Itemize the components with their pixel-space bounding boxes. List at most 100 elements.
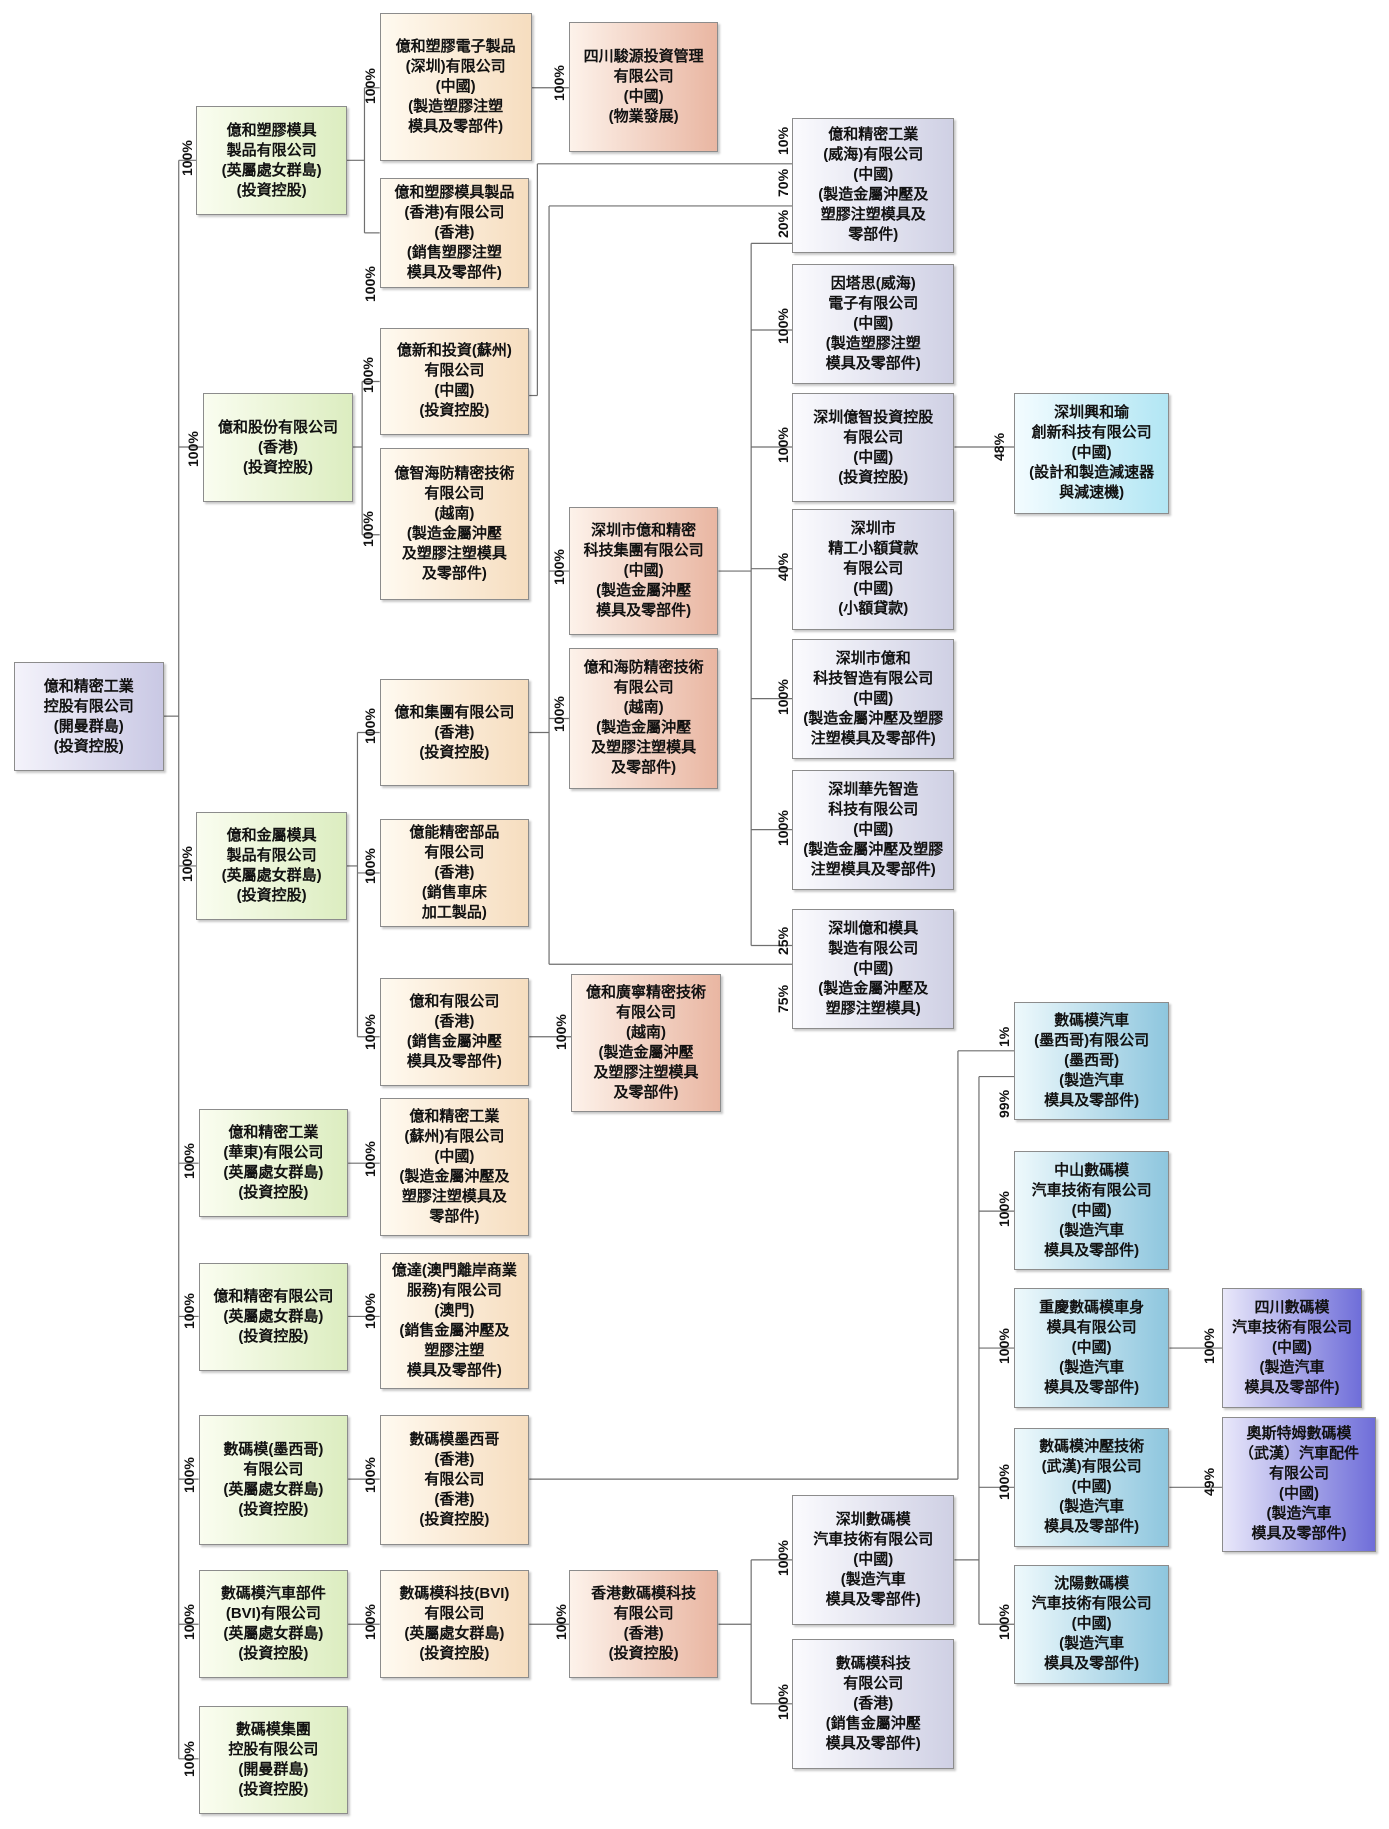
company-box-moulds-bvi: 億和塑膠模具製品有限公司(英屬處女群島)(投資控股) <box>196 106 347 216</box>
percentage-label-p-chongqing: 100% <box>995 1328 1012 1365</box>
company-label-line: (中國) <box>1279 1485 1320 1503</box>
company-label-line: (中國) <box>623 562 664 580</box>
company-label-line: 與減速機) <box>1059 484 1125 502</box>
company-label-line: (製造金屬沖壓及塑膠 <box>803 710 944 728</box>
company-label-line: (香港) <box>434 863 475 881</box>
company-label-line: 創新科技有限公司 <box>1031 424 1152 442</box>
company-label-line: 億能精密部品 <box>409 823 500 841</box>
company-label-line: 模具及零部件) <box>1244 1379 1340 1397</box>
company-label-line: (墨西哥) <box>1064 1051 1120 1069</box>
percentage-label-p-plastic-elec-sz: 100% <box>362 67 379 104</box>
company-label-line: (香港) <box>434 1450 475 1468</box>
company-label-line: 數碼模汽車 <box>1054 1011 1130 1029</box>
company-label-line: (投資控股) <box>838 468 909 486</box>
company-box-digital-auto-mx: 數碼模汽車(墨西哥)有限公司(墨西哥)(製造汽車模具及零部件) <box>1014 1001 1170 1120</box>
company-label-line: 及零部件) <box>613 1083 679 1101</box>
company-label-line: (蘇州)有限公司 <box>404 1127 505 1145</box>
company-label-line: (中國) <box>853 166 894 184</box>
percentage-label-p-digital-mx-hk: 100% <box>362 1456 379 1493</box>
company-label-line: 注塑模具及零部件) <box>810 730 936 748</box>
company-box-zhihai-vn: 億智海防精密技術有限公司(越南)(製造金屬沖壓及塑膠注塑模具及零部件) <box>379 448 530 601</box>
company-label-line: (香港) <box>434 723 475 741</box>
company-label-line: (中國) <box>853 959 894 977</box>
percentage-label-p-huadong-suzhou: 100% <box>362 1141 379 1177</box>
company-label-line: (英屬處女群島) <box>223 1164 324 1182</box>
company-label-line: (投資控股) <box>238 1328 309 1346</box>
company-box-zhongshan: 中山數碼模汽車技術有限公司(中國)(製造汽車模具及零部件) <box>1014 1151 1170 1270</box>
company-label-line: 及塑膠注塑模具 <box>593 1063 699 1081</box>
percentage-label-p-mx-1: 1% <box>995 1026 1012 1048</box>
company-label-line: 奧斯特姆數碼模 <box>1246 1425 1352 1443</box>
company-label-line: 及塑膠注塑模具 <box>401 545 507 563</box>
company-label-line: (製造金屬沖壓 <box>596 582 692 600</box>
company-label-line: (開曼群島) <box>53 717 124 735</box>
company-label-line: 製品有限公司 <box>226 846 317 864</box>
company-box-root: 億和精密工業控股有限公司(開曼群島)(投資控股) <box>14 662 164 772</box>
company-label-line: (銷售金屬沖壓 <box>406 1033 502 1051</box>
company-label-line: (中國) <box>1272 1339 1313 1357</box>
company-label-line: 模具及零部件) <box>825 1591 921 1609</box>
company-box-digital-mx-bvi: 數碼模(墨西哥)有限公司(英屬處女群島)(投資控股) <box>198 1414 349 1545</box>
percentage-label-p-sichuan-digital: 100% <box>1201 1328 1218 1365</box>
company-label-line: 塑膠注塑 <box>424 1342 485 1360</box>
percentage-label-p-zhongshan: 100% <box>995 1191 1012 1228</box>
company-label-line: 汽車技術有限公司 <box>1031 1595 1152 1613</box>
company-box-digital-tech-bvi: 數碼模科技(BVI)有限公司(英屬處女群島)(投資控股) <box>379 1570 530 1679</box>
company-label-line: 有限公司 <box>243 1460 304 1478</box>
company-label-line: 數碼模沖壓技術 <box>1039 1438 1145 1456</box>
company-label-line: (英屬處女群島) <box>223 1308 324 1326</box>
company-label-line: 億新和投資(蘇州) <box>396 342 512 360</box>
company-label-line: 四川駿源投資管理 <box>583 48 704 66</box>
company-label-line: (越南) <box>434 505 475 523</box>
percentage-label-p-smart: 100% <box>774 678 791 715</box>
company-label-line: 精工小額貸款 <box>828 540 919 558</box>
company-label-line: (英屬處女群島) <box>404 1625 505 1643</box>
percentage-label-p-yizhi: 100% <box>774 427 791 463</box>
percentage-label-p-precision-bvi: 100% <box>181 1293 198 1329</box>
company-label-line: (投資控股) <box>238 1645 309 1663</box>
company-label-line: 有限公司 <box>424 1605 485 1623</box>
company-label-line: (投資控股) <box>238 1780 309 1798</box>
company-label-line: 製品有限公司 <box>226 141 317 159</box>
company-box-plastic-elec-sz: 億和塑膠電子製品(深圳)有限公司(中國)(製造塑膠注塑模具及零部件) <box>379 12 532 162</box>
company-label-line: (中國) <box>1071 444 1112 462</box>
percentage-label-p-wuhan: 100% <box>995 1463 1012 1500</box>
company-label-line: 億和精密工業 <box>228 1124 319 1142</box>
company-box-digital-tech-hk: 數碼模科技有限公司(香港)(銷售金屬沖壓模具及零部件) <box>792 1639 955 1770</box>
company-label-line: 數碼模汽車部件 <box>220 1585 326 1603</box>
company-label-line: 塑膠注塑模具及 <box>820 206 926 224</box>
company-label-line: 塑膠注塑模具及 <box>401 1187 507 1205</box>
company-label-line: 億和精密有限公司 <box>213 1288 334 1306</box>
company-label-line: (墨西哥)有限公司 <box>1034 1031 1150 1049</box>
company-label-line: (物業發展) <box>608 108 679 126</box>
percentage-label-p-huadong-bvi: 100% <box>181 1143 198 1180</box>
percentage-label-p-haifang-vn: 100% <box>550 696 567 733</box>
company-label-line: (中國) <box>853 821 894 839</box>
company-box-huadong-bvi: 億和精密工業(華東)有限公司(英屬處女群島)(投資控股) <box>198 1109 349 1217</box>
company-label-line: 服務)有限公司 <box>406 1282 502 1300</box>
company-label-line: 有限公司 <box>613 68 674 86</box>
company-label-line: (銷售金屬沖壓 <box>825 1715 921 1733</box>
percentage-label-p-digital-auto-bvi: 100% <box>181 1604 198 1641</box>
company-label-line: 深圳市億和精密 <box>591 522 697 540</box>
company-box-digital-group: 數碼模集團控股有限公司(開曼群島)(投資控股) <box>198 1706 349 1814</box>
company-label-line: (製造汽車 <box>1259 1359 1325 1377</box>
company-box-wuhan: 數碼模沖壓技術(武漢)有限公司(中國)(製造汽車模具及零部件) <box>1014 1427 1170 1547</box>
company-label-line: 模具及零部件) <box>408 118 504 136</box>
company-label-line: (製造塑膠注塑 <box>825 335 921 353</box>
company-label-line: (中國) <box>853 315 894 333</box>
company-label-line: 數碼模集團 <box>235 1720 311 1738</box>
company-label-line: 億和廣寧精密技術 <box>586 983 707 1001</box>
company-label-line: 模具及零部件) <box>406 263 502 281</box>
company-label-line: 控股有限公司 <box>228 1740 319 1758</box>
company-label-line: (小額貸款) <box>838 600 909 618</box>
company-label-line: (製造金屬沖壓及 <box>399 1167 510 1185</box>
company-box-digital-auto-bvi: 數碼模汽車部件(BVI)有限公司(英屬處女群島)(投資控股) <box>198 1570 349 1679</box>
company-label-line: (製造汽車 <box>1059 1071 1125 1089</box>
company-label-line: (製造金屬沖壓及 <box>818 186 929 204</box>
company-label-line: 數碼模墨西哥 <box>409 1430 500 1448</box>
company-label-line: 億和塑膠模具 <box>226 121 317 139</box>
company-label-line: (香港) <box>853 1695 894 1713</box>
company-label-line: 模具及零部件) <box>596 602 692 620</box>
